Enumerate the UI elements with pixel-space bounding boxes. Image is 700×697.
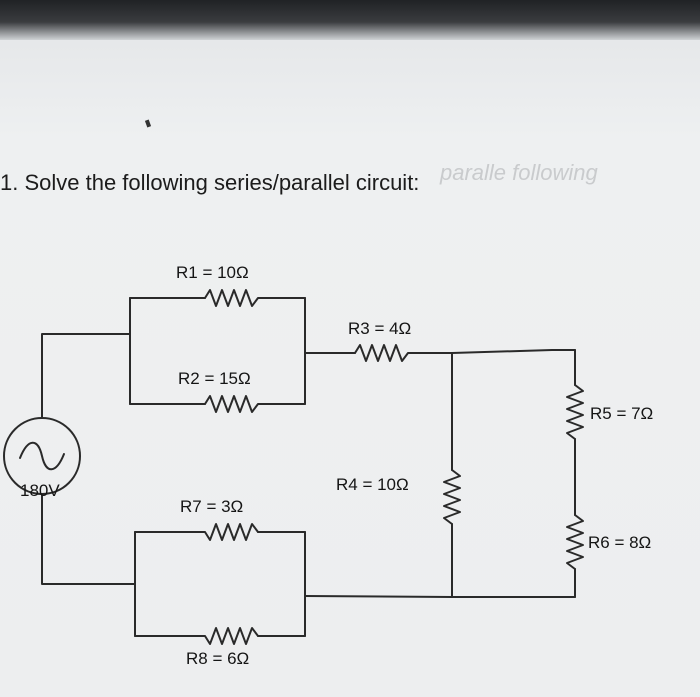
resistor-r1 [204, 289, 306, 307]
wire-left-upper [41, 333, 131, 419]
label-r6: R6 = 8Ω [588, 533, 651, 552]
voltage-source-symbol [3, 417, 81, 495]
label-r7: R7 = 3Ω [180, 497, 243, 516]
wire-bottom-return [304, 595, 576, 598]
question-text: 1. Solve the following series/parallel c… [0, 170, 420, 195]
sine-wave-icon [19, 441, 65, 471]
label-r5: R5 = 7Ω [590, 404, 653, 423]
label-r8: R8 = 6Ω [186, 649, 249, 668]
resistor-r2 [204, 395, 306, 413]
label-r1: R1 = 10Ω [176, 263, 249, 282]
resistor-r6 [566, 514, 584, 570]
ghost-bleed-text: paralle following [440, 160, 598, 185]
resistor-r7 [134, 523, 259, 541]
resistor-r5 [566, 384, 584, 440]
label-r2: R2 = 15Ω [178, 369, 251, 388]
wire-left-lower [41, 493, 136, 585]
label-r4: R4 = 10Ω [336, 475, 409, 494]
top-shadow-band [0, 0, 700, 40]
resistor-r4 [443, 469, 461, 525]
label-source: 180V [20, 481, 60, 500]
label-r3: R3 = 4Ω [348, 319, 411, 338]
resistor-r3 [354, 344, 576, 362]
resistor-r8 [134, 627, 259, 645]
